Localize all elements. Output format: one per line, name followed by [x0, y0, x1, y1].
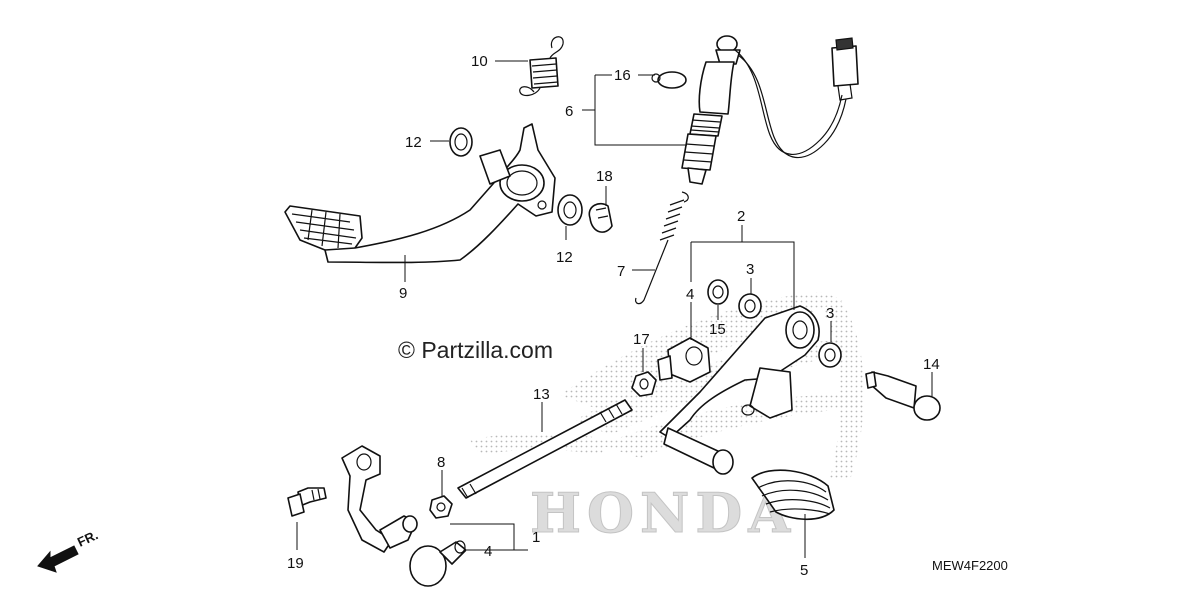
part-stop-switch-6[interactable]: [681, 35, 859, 185]
callout-4-lower[interactable]: 4: [484, 543, 492, 560]
part-nut-8[interactable]: [429, 495, 453, 519]
part-clip-18[interactable]: [588, 202, 613, 233]
callout-10[interactable]: 10: [471, 53, 488, 70]
callout-7[interactable]: 7: [617, 263, 625, 280]
part-bolt-19[interactable]: [287, 487, 327, 517]
copyright-watermark: © Partzilla.com: [398, 337, 553, 363]
part-ball-joint-4-lower[interactable]: [409, 540, 467, 587]
callout-16[interactable]: 16: [614, 67, 631, 84]
leader-lines: [296, 60, 933, 558]
part-washer-12-upper[interactable]: [449, 127, 473, 157]
part-washer-3-upper[interactable]: [738, 293, 762, 319]
callout-2[interactable]: 2: [737, 208, 745, 225]
part-nut-17[interactable]: [631, 371, 657, 397]
callout-15[interactable]: 15: [709, 321, 726, 338]
part-brake-pedal-9[interactable]: [284, 123, 556, 264]
part-tie-rod-13[interactable]: [457, 399, 633, 499]
part-shift-arm-1[interactable]: [341, 445, 418, 553]
callout-labels: 10 16 6 12 18 12 9 7 2 4 3 15 3 17 14 13…: [287, 53, 940, 579]
part-clip-16[interactable]: [651, 71, 687, 89]
callout-9[interactable]: 9: [399, 285, 407, 302]
callout-13[interactable]: 13: [533, 386, 550, 403]
callout-12-lower[interactable]: 12: [556, 249, 573, 266]
callout-12-upper[interactable]: 12: [405, 134, 422, 151]
callout-1[interactable]: 1: [532, 529, 540, 546]
diagram-code: MEW4F2200: [932, 558, 1008, 573]
part-spring-10[interactable]: [519, 36, 564, 97]
callout-17[interactable]: 17: [633, 331, 650, 348]
callout-8[interactable]: 8: [437, 454, 445, 471]
part-return-spring-7[interactable]: [635, 191, 689, 305]
part-boot-5[interactable]: [751, 469, 835, 521]
front-direction-indicator: FR.: [37, 527, 100, 573]
part-gearshift-pedal-2[interactable]: [659, 305, 820, 475]
part-bushing-15[interactable]: [707, 279, 729, 305]
part-pivot-bolt-14[interactable]: [865, 371, 941, 421]
callout-19[interactable]: 19: [287, 555, 304, 572]
front-label: FR.: [75, 527, 100, 549]
callout-18[interactable]: 18: [596, 168, 613, 185]
part-washer-12-lower[interactable]: [557, 194, 583, 226]
callout-3-lower[interactable]: 3: [826, 305, 834, 322]
callout-3-upper[interactable]: 3: [746, 261, 754, 278]
front-arrow-icon: [37, 545, 79, 573]
callout-6[interactable]: 6: [565, 103, 573, 120]
callout-14[interactable]: 14: [923, 356, 940, 373]
brand-watermark: HONDA: [530, 481, 796, 545]
part-washer-3-lower[interactable]: [818, 342, 842, 368]
callout-5[interactable]: 5: [800, 562, 808, 579]
callout-4-upper[interactable]: 4: [686, 286, 694, 303]
part-ball-joint-4-upper[interactable]: [657, 337, 711, 383]
